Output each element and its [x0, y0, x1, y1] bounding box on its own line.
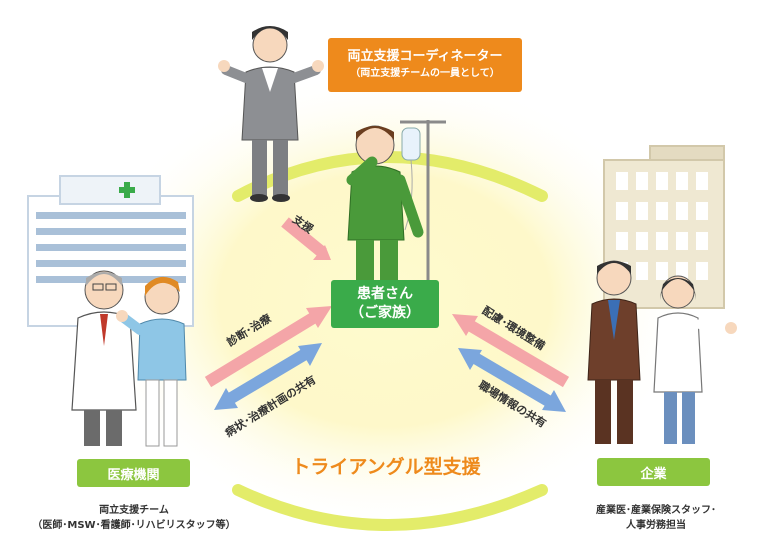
company-box: 企業: [597, 458, 710, 486]
medical-staff-desc: （医師･MSW･看護師･リハビリスタッフ等）: [32, 520, 236, 531]
company-label: 企業: [640, 466, 667, 482]
businesswoman-person-icon: [653, 275, 737, 444]
medical-institution-label: 医療機関: [107, 467, 160, 483]
medical-institution-box: 医療機関: [77, 459, 190, 487]
ring-arc-bottom: [232, 484, 548, 531]
patient-person-icon: [346, 120, 446, 288]
coordinator-title: 両立支援コーディネーター: [347, 49, 503, 64]
businessman-person-icon: [587, 260, 641, 444]
consideration-arrow: [452, 314, 570, 388]
coordinator-subtitle: （両立支援チームの一員として）: [350, 68, 500, 79]
coordinator-person-icon: [218, 26, 324, 202]
workplace-sharing-arrow: [458, 348, 566, 412]
company-hr-desc: 人事労務担当: [626, 520, 686, 531]
diagnosis-arrow: [204, 306, 332, 388]
medical-team-desc: 両立支援チーム: [99, 505, 169, 516]
coordinator-box: 両立支援コーディネーター （両立支援チームの一員として）: [328, 38, 522, 92]
center-title: トライアングル型支援: [291, 456, 481, 478]
company-staff-desc: 産業医･産業保険スタッフ･: [596, 505, 716, 516]
patient-box: 患者さん （ご家族）: [331, 280, 439, 328]
support-arrow: [313, 245, 331, 260]
patient-label: 患者さん: [357, 286, 413, 302]
doctor-person-icon: [71, 270, 137, 446]
medical-sharing-arrow: [214, 343, 322, 410]
nurse-person-icon: [116, 276, 187, 447]
patient-family-label: （ご家族）: [350, 305, 420, 321]
